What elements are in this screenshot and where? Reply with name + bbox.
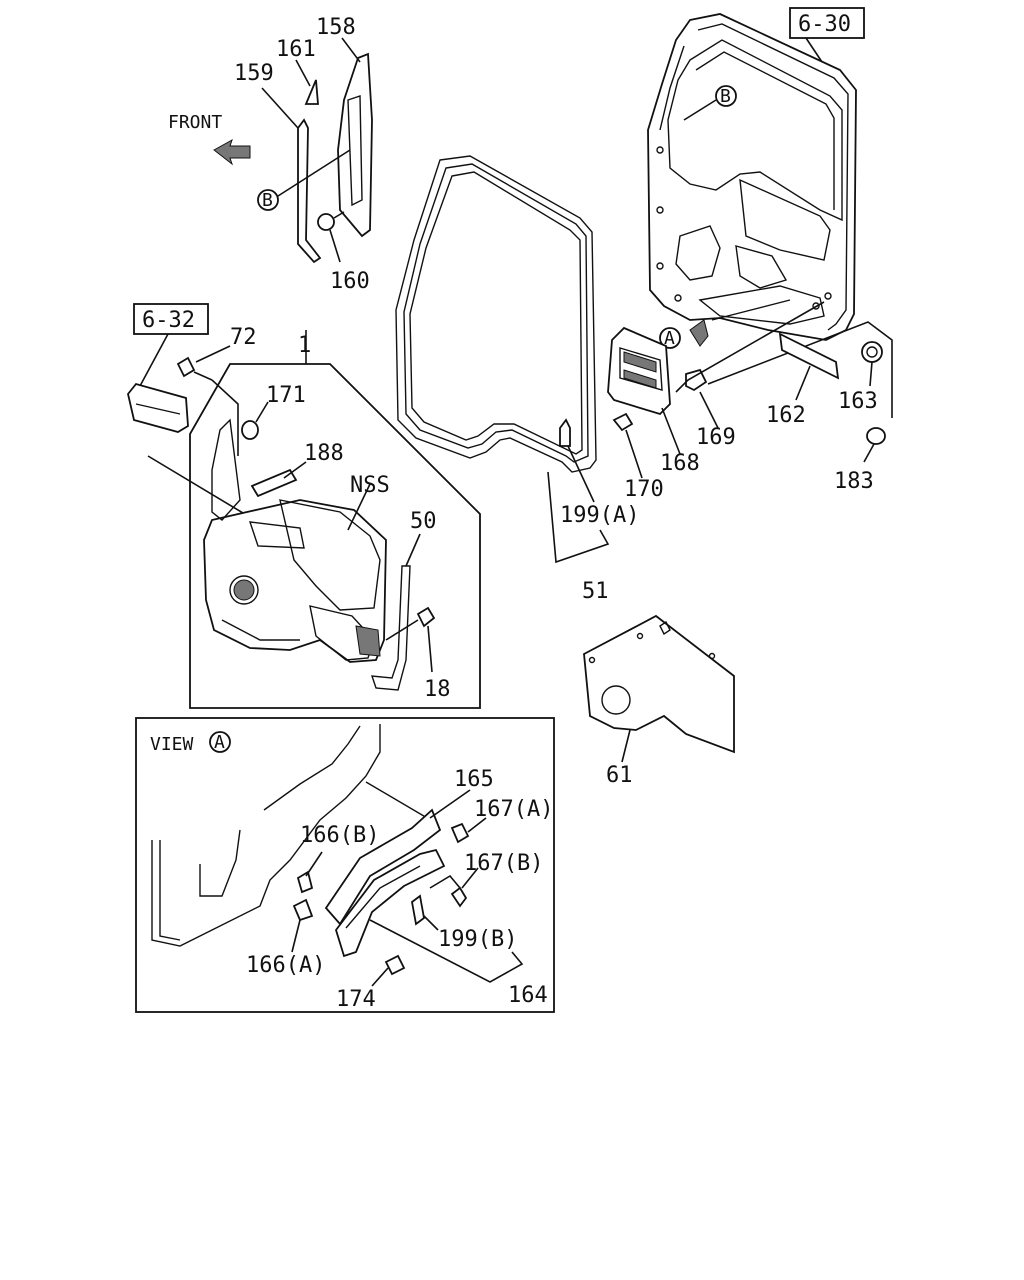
- part-label-50[interactable]: 50: [410, 509, 437, 534]
- storage-bin[interactable]: [127, 382, 189, 433]
- front-arrow-icon: [213, 138, 251, 166]
- part-166a-clip[interactable]: [292, 898, 314, 922]
- ref-label-6-32[interactable]: 6-32: [142, 308, 195, 333]
- part-159-pillar-seal[interactable]: [297, 118, 322, 264]
- part-label-166b[interactable]: 166(B): [300, 823, 379, 848]
- part-label-167b[interactable]: 167(B): [464, 851, 543, 876]
- circle-a-label: A: [664, 328, 675, 349]
- nss-label: NSS: [350, 473, 390, 498]
- panel-61-group: [583, 614, 735, 763]
- part-label-169[interactable]: 169: [696, 425, 736, 450]
- part-174-screw[interactable]: [384, 954, 406, 976]
- part-199a-clip[interactable]: [559, 418, 571, 447]
- part-label-199a[interactable]: 199(A): [560, 503, 639, 528]
- part-label-174[interactable]: 174: [336, 987, 376, 1012]
- part-label-158[interactable]: 158: [316, 15, 356, 40]
- part-label-1[interactable]: 1: [298, 333, 311, 358]
- part-163-grommet[interactable]: [861, 341, 883, 363]
- part-label-72[interactable]: 72: [230, 325, 257, 350]
- part-label-161[interactable]: 161: [276, 37, 316, 62]
- part-61-insulator[interactable]: [583, 614, 735, 754]
- part-label-188[interactable]: 188: [304, 441, 344, 466]
- door-weatherstrip-group: [395, 155, 610, 564]
- ref-label-6-30[interactable]: 6-30: [798, 12, 851, 37]
- part-167a-clip[interactable]: [450, 822, 470, 844]
- part-label-159[interactable]: 159: [234, 61, 274, 86]
- part-18-screw[interactable]: [416, 606, 436, 628]
- right-small-parts-group: [778, 332, 886, 463]
- part-51-weatherstrip[interactable]: [395, 155, 597, 473]
- part-160-clip[interactable]: [317, 213, 335, 231]
- circle-b-label-left: B: [262, 190, 273, 211]
- trim-board-callout-box: [189, 363, 481, 709]
- part-158-pillar-trim[interactable]: [337, 52, 373, 238]
- part-164-trim[interactable]: [324, 808, 442, 926]
- trim-board-group: [127, 303, 481, 709]
- part-label-163[interactable]: 163: [838, 389, 878, 414]
- part-label-51[interactable]: 51: [582, 579, 609, 604]
- pillar-trim-group: [213, 37, 373, 264]
- part-50-seal[interactable]: [370, 565, 411, 691]
- front-label: FRONT: [168, 112, 222, 133]
- view-circle-a-label: A: [214, 732, 225, 753]
- part-label-165[interactable]: 165: [454, 767, 494, 792]
- view-a-group: [135, 717, 555, 1013]
- part-166b-clip[interactable]: [296, 870, 314, 894]
- trim-panel[interactable]: [203, 499, 387, 663]
- part-169-clip[interactable]: [685, 368, 708, 392]
- part-170-screw[interactable]: [612, 412, 634, 432]
- part-label-183[interactable]: 183: [834, 469, 874, 494]
- part-label-199b[interactable]: 199(B): [438, 927, 517, 952]
- part-label-168[interactable]: 168: [660, 451, 700, 476]
- part-label-171[interactable]: 171: [266, 383, 306, 408]
- part-183-plug[interactable]: [866, 427, 886, 445]
- circle-b-label-right: B: [720, 86, 731, 107]
- door-inner-panel-group: [647, 7, 865, 349]
- part-label-162[interactable]: 162: [766, 403, 806, 428]
- view-label: VIEW: [150, 734, 194, 755]
- part-165-strip[interactable]: [335, 848, 446, 958]
- view-a-arrow-icon: [689, 319, 709, 347]
- door-inner-panel[interactable]: [647, 13, 857, 341]
- part-label-167a[interactable]: 167(A): [474, 797, 553, 822]
- part-label-170[interactable]: 170: [624, 477, 664, 502]
- view-a-box: [135, 717, 555, 1013]
- part-72-screw[interactable]: [176, 356, 196, 378]
- part-161-cap[interactable]: [304, 79, 319, 105]
- ref-box-6-30[interactable]: [789, 7, 865, 39]
- part-167b-clip[interactable]: [450, 886, 468, 908]
- part-label-160[interactable]: 160: [330, 269, 370, 294]
- part-199b-clip[interactable]: [411, 894, 425, 926]
- handle-bracket-group: [607, 301, 893, 479]
- part-label-166a[interactable]: 166(A): [246, 953, 325, 978]
- part-162-plate[interactable]: [778, 332, 840, 380]
- part-171-clip[interactable]: [241, 420, 259, 440]
- ref-box-6-32[interactable]: [133, 303, 209, 335]
- labels-layer: 6-30 6-32 FRONT VIEW A A B B NSS 1 18 50…: [142, 12, 878, 1012]
- part-label-164[interactable]: 164: [508, 983, 548, 1008]
- part-label-18[interactable]: 18: [424, 677, 451, 702]
- part-label-61[interactable]: 61: [606, 763, 633, 788]
